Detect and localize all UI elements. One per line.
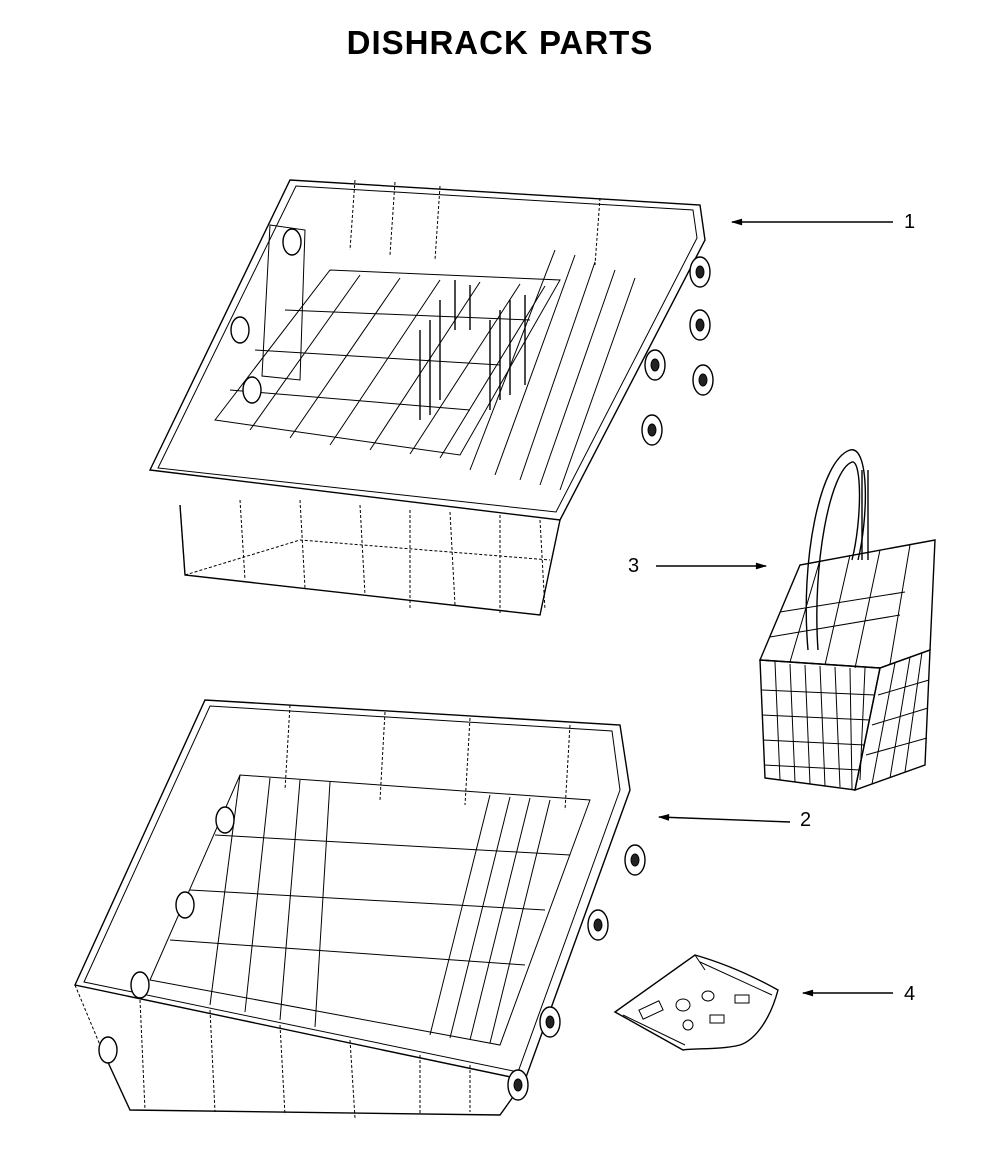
parts-bag — [613, 954, 779, 1051]
upper-rack — [148, 179, 714, 616]
lower-rack — [74, 699, 646, 1119]
page-title: DISHRACK PARTS — [346, 24, 654, 61]
callout-2-label: 2 — [800, 809, 812, 831]
callout-arrows — [656, 218, 893, 997]
silverware-basket — [758, 449, 936, 792]
callout-3-label: 3 — [628, 555, 640, 577]
arrow-2 — [657, 814, 791, 823]
callout-4-label: 4 — [904, 983, 916, 1005]
callout-1-label: 1 — [904, 211, 916, 233]
